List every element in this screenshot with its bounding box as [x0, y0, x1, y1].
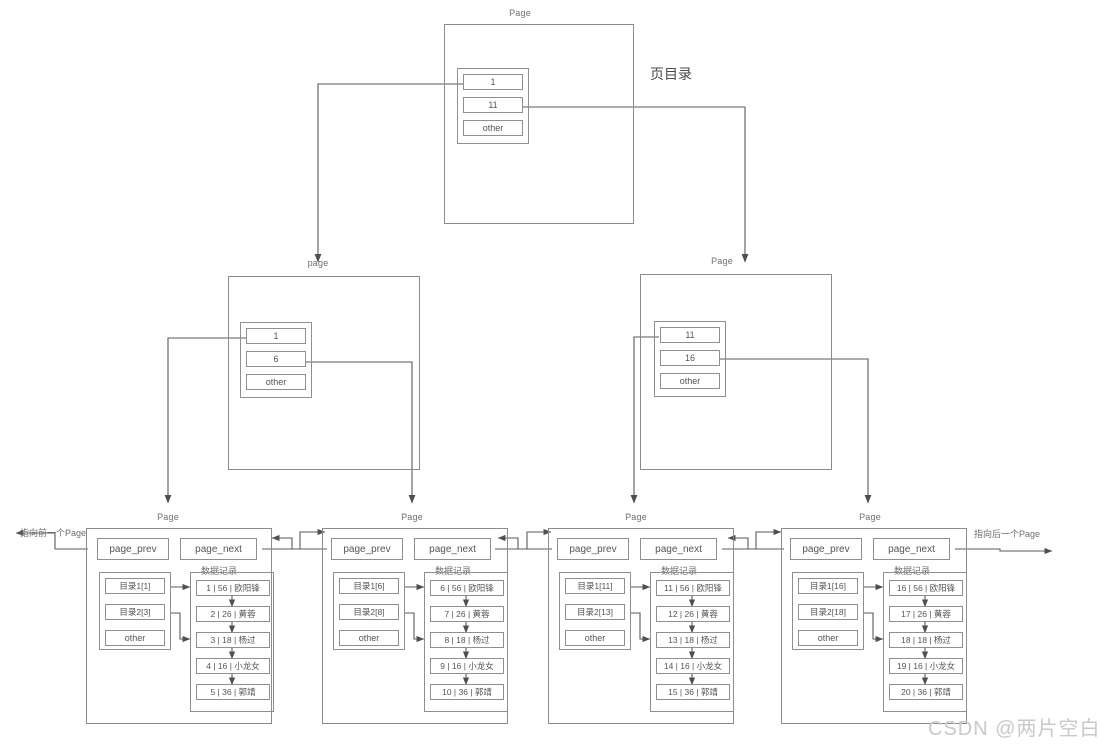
- leaf-1-page-box: [86, 528, 272, 724]
- internal-right-dir-entry-1[interactable]: 16: [660, 350, 720, 366]
- internal-right-page-box: [640, 274, 832, 470]
- leaf-4-page-prev[interactable]: page_prev: [790, 538, 862, 560]
- leaf-2-record-4[interactable]: 10 | 36 | 郭靖: [430, 684, 504, 700]
- leaf-4-records-label: 数据记录: [893, 566, 930, 576]
- root-dir-entry-2[interactable]: other: [463, 120, 523, 136]
- leaf-2-record-1[interactable]: 7 | 26 | 黄蓉: [430, 606, 504, 622]
- leaf-4-page-next[interactable]: page_next: [873, 538, 950, 560]
- leaf-1-records-label: 数据记录: [200, 566, 237, 576]
- leaf-3-dir-entry-1[interactable]: 目录2[13]: [565, 604, 625, 620]
- leaf-4-record-1[interactable]: 17 | 26 | 黄蓉: [889, 606, 963, 622]
- wire-root-1-to-left: [314, 83, 463, 263]
- wire-leaf4-prev-to-leaf3: [727, 534, 784, 550]
- root-page-box: [444, 24, 634, 224]
- leaf-2-records-group: 6 | 56 | 欧阳锋 7 | 26 | 黄蓉 8 | 18 | 杨过 9 |…: [424, 572, 508, 712]
- leaf-1-record-4[interactable]: 5 | 36 | 郭靖: [196, 684, 270, 700]
- prev-page-edge-label: 指向前一个Page: [20, 528, 87, 538]
- internal-left-dir-entry-0[interactable]: 1: [246, 328, 306, 344]
- leaf-2-directory-group: 目录1[6] 目录2[8] other: [333, 572, 405, 650]
- leaf-2-record-3[interactable]: 9 | 16 | 小龙女: [430, 658, 504, 674]
- leaf-3-record-2[interactable]: 13 | 18 | 杨过: [656, 632, 730, 648]
- leaf-3-page-label: Page: [625, 512, 647, 522]
- leaf-3-record-1[interactable]: 12 | 26 | 黄蓉: [656, 606, 730, 622]
- leaf-3-record-4[interactable]: 15 | 36 | 郭靖: [656, 684, 730, 700]
- root-dir-entry-1[interactable]: 11: [463, 97, 523, 113]
- leaf-3-records-group: 11 | 56 | 欧阳锋 12 | 26 | 黄蓉 13 | 18 | 杨过 …: [650, 572, 734, 712]
- leaf-1-dir-entry-2[interactable]: other: [105, 630, 165, 646]
- page-directory-annotation: 页目录: [650, 66, 692, 82]
- leaf-2-page-prev[interactable]: page_prev: [331, 538, 403, 560]
- leaf-4-dir-entry-0[interactable]: 目录1[16]: [798, 578, 858, 594]
- next-page-edge-label: 指向后一个Page: [974, 529, 1041, 539]
- leaf-2-page-next[interactable]: page_next: [414, 538, 491, 560]
- leaf-4-record-3[interactable]: 19 | 16 | 小龙女: [889, 658, 963, 674]
- leaf-2-dir-entry-1[interactable]: 目录2[8]: [339, 604, 399, 620]
- root-directory-group: 1 11 other: [457, 68, 529, 144]
- internal-left-directory-group: 1 6 other: [240, 322, 312, 398]
- leaf-2-records-label: 数据记录: [434, 566, 471, 576]
- leaf-4-record-2[interactable]: 18 | 18 | 杨过: [889, 632, 963, 648]
- leaf-3-directory-group: 目录1[11] 目录2[13] other: [559, 572, 631, 650]
- internal-right-directory-group: 11 16 other: [654, 321, 726, 397]
- wire-leaf2-prev-to-leaf1: [271, 534, 327, 550]
- leaf-1-dir-entry-1[interactable]: 目录2[3]: [105, 604, 165, 620]
- csdn-watermark: CSDN @两片空白: [928, 718, 1101, 740]
- internal-right-page-label: Page: [711, 256, 733, 266]
- leaf-4-records-group: 16 | 56 | 欧阳锋 17 | 26 | 黄蓉 18 | 18 | 杨过 …: [883, 572, 967, 712]
- leaf-1-page-prev[interactable]: page_prev: [97, 538, 169, 560]
- leaf-1-record-3[interactable]: 4 | 16 | 小龙女: [196, 658, 270, 674]
- leaf-1-record-2[interactable]: 3 | 18 | 杨过: [196, 632, 270, 648]
- internal-left-dir-entry-1[interactable]: 6: [246, 351, 306, 367]
- root-dir-entry-0[interactable]: 1: [463, 74, 523, 90]
- leaf-3-dir-entry-2[interactable]: other: [565, 630, 625, 646]
- root-page-label: Page: [509, 8, 531, 18]
- leaf-2-dir-entry-0[interactable]: 目录1[6]: [339, 578, 399, 594]
- leaf-2-record-2[interactable]: 8 | 18 | 杨过: [430, 632, 504, 648]
- leaf-2-record-0[interactable]: 6 | 56 | 欧阳锋: [430, 580, 504, 596]
- leaf-1-record-1[interactable]: 2 | 26 | 黄蓉: [196, 606, 270, 622]
- leaf-1-page-label: Page: [157, 512, 179, 522]
- wire-next-page-out: [955, 547, 1053, 555]
- leaf-1-directory-group: 目录1[1] 目录2[3] other: [99, 572, 171, 650]
- leaf-2-dir-entry-2[interactable]: other: [339, 630, 399, 646]
- leaf-1-dir-entry-0[interactable]: 目录1[1]: [105, 578, 165, 594]
- leaf-1-page-next[interactable]: page_next: [180, 538, 257, 560]
- leaf-2-page-label: Page: [401, 512, 423, 522]
- internal-right-dir-entry-0[interactable]: 11: [660, 327, 720, 343]
- leaf-3-page-prev[interactable]: page_prev: [557, 538, 629, 560]
- leaf-3-record-3[interactable]: 14 | 16 | 小龙女: [656, 658, 730, 674]
- internal-right-dir-entry-2[interactable]: other: [660, 373, 720, 389]
- leaf-3-dir-entry-0[interactable]: 目录1[11]: [565, 578, 625, 594]
- leaf-1-record-0[interactable]: 1 | 56 | 欧阳锋: [196, 580, 270, 596]
- leaf-4-dir-entry-1[interactable]: 目录2[18]: [798, 604, 858, 620]
- internal-left-page-box: [228, 276, 420, 470]
- leaf-3-page-next[interactable]: page_next: [640, 538, 717, 560]
- leaf-4-directory-group: 目录1[16] 目录2[18] other: [792, 572, 864, 650]
- leaf-4-record-4[interactable]: 20 | 36 | 郭靖: [889, 684, 963, 700]
- internal-left-page-label: page: [307, 258, 329, 268]
- leaf-1-records-group: 1 | 56 | 欧阳锋 2 | 26 | 黄蓉 3 | 18 | 杨过 4 |…: [190, 572, 274, 712]
- leaf-3-record-0[interactable]: 11 | 56 | 欧阳锋: [656, 580, 730, 596]
- internal-left-dir-entry-2[interactable]: other: [246, 374, 306, 390]
- leaf-4-record-0[interactable]: 16 | 56 | 欧阳锋: [889, 580, 963, 596]
- leaf-4-dir-entry-2[interactable]: other: [798, 630, 858, 646]
- leaf-4-page-label: Page: [859, 512, 881, 522]
- leaf-3-records-label: 数据记录: [660, 566, 697, 576]
